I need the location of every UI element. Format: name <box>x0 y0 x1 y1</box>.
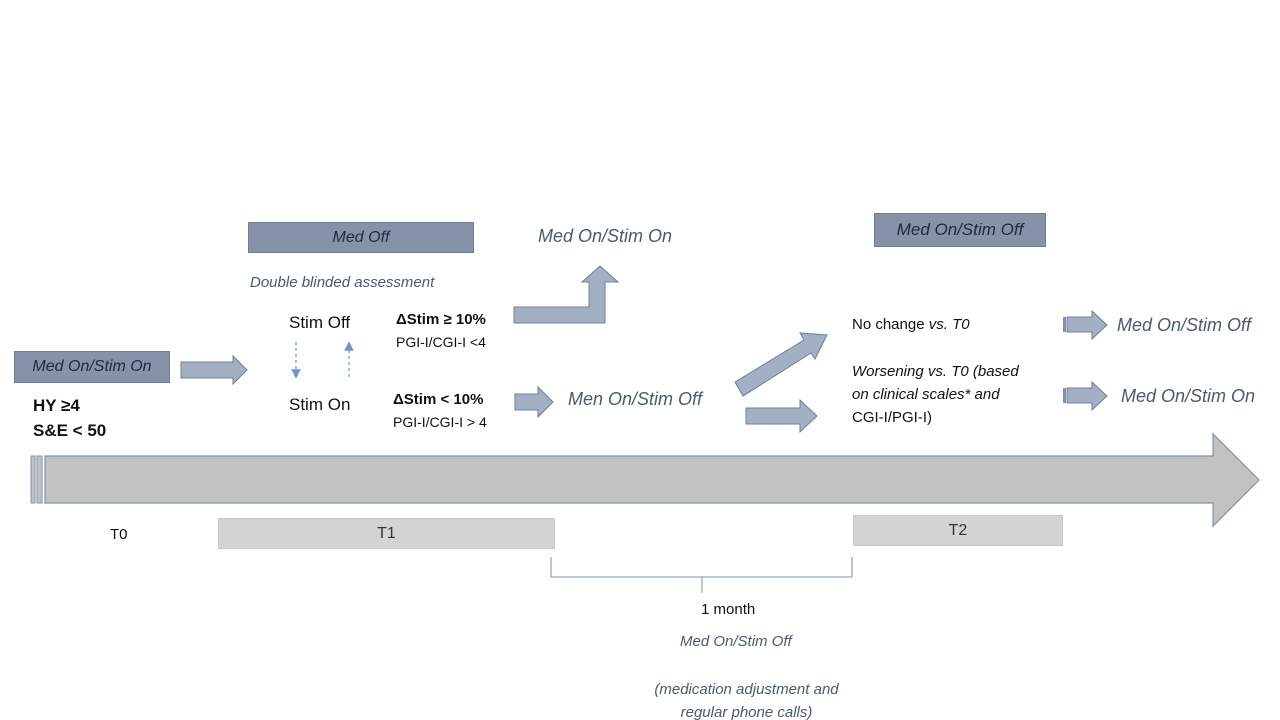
t2-med-on-stim-off-box: Med On/Stim Off <box>874 213 1046 247</box>
med-off-box: Med Off <box>248 222 474 253</box>
criterion-high-delta: ΔStim ≥ 10% <box>396 311 486 328</box>
outcome-high-label: Med On/Stim On <box>538 226 673 246</box>
outcome-low-label: Men On/Stim Off <box>568 389 703 409</box>
worsening-line-3: CGI-I/PGI-I) <box>852 409 932 426</box>
criterion-low-delta: ΔStim < 10% <box>393 391 484 408</box>
outcome-no-change-label: Med On/Stim Off <box>1117 315 1252 335</box>
t1-label: T1 <box>377 524 396 542</box>
outcome-worsening-label: Med On/Stim On <box>1121 386 1256 406</box>
worsening-line-2: on clinical scales* and <box>852 386 1000 403</box>
t2-label: T2 <box>948 521 968 539</box>
t0-label: T0 <box>110 526 128 543</box>
arrow-to-worsening <box>745 398 818 434</box>
med-off-label: Med Off <box>332 228 390 246</box>
no-change-vs: vs. T0 <box>928 316 970 333</box>
worsening-text: Worsening vs. T0 (based on clinical scal… <box>852 360 1019 429</box>
criterion-high-scale: PGI-I/CGI-I <4 <box>396 334 486 350</box>
interval-note-line-1: (medication adjustment and <box>654 681 839 698</box>
stim-on-label: Stim On <box>289 395 351 414</box>
t2-box-label: Med On/Stim Off <box>896 220 1024 239</box>
no-change-text: No change vs. T0 <box>852 316 970 334</box>
baseline-med-on-stim-on-box: Med On/Stim On <box>14 351 170 383</box>
criterion-low-scale: PGI-I/CGI-I > 4 <box>393 414 487 430</box>
no-change-label: No change <box>852 316 925 333</box>
one-month-bracket <box>550 557 853 593</box>
arrow-high-response-bent <box>513 265 620 324</box>
arrow-to-no-change <box>734 332 828 397</box>
arrow-outcome-worsening <box>1063 380 1108 412</box>
worsening-line-1: Worsening vs. T0 (based <box>852 363 1019 380</box>
timeline-arrow-body <box>44 432 1260 528</box>
se-criterion: S&E < 50 <box>33 421 107 440</box>
timeline-arrow <box>30 432 1260 528</box>
t2-period-box: T2 <box>853 515 1063 546</box>
interval-condition: Med On/Stim Off <box>680 633 792 650</box>
baseline-box-label: Med On/Stim On <box>32 358 152 375</box>
timeline-tick-2 <box>36 455 43 504</box>
interval-note-line-2: regular phone calls) <box>680 704 813 720</box>
double-blinded-label: Double blinded assessment <box>250 274 435 291</box>
hy-criterion: HY ≥4 <box>33 396 80 415</box>
timeline-tick-1 <box>30 455 36 504</box>
t1-period-box: T1 <box>218 518 555 549</box>
arrow-baseline-to-t1 <box>180 354 248 386</box>
stim-off-label: Stim Off <box>289 313 351 332</box>
interval-note: (medication adjustment and regular phone… <box>638 678 855 720</box>
arrow-low-response <box>514 385 554 419</box>
arrow-outcome-no-change <box>1063 309 1108 341</box>
interval-label: 1 month <box>701 601 756 618</box>
